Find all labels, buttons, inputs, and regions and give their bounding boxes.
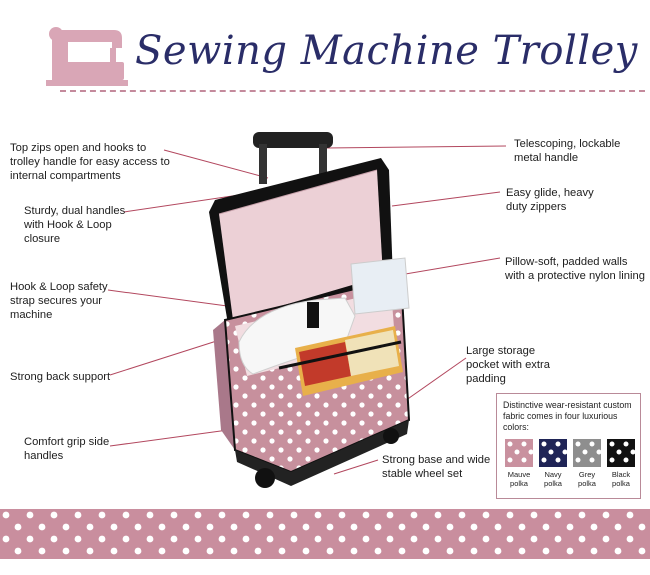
color-options-panel: Distinctive wear-resistant custom fabric… [496, 393, 641, 499]
callout-storage-pocket: Large storage pocket with extra padding [466, 345, 550, 385]
callout-zippers: Easy glide, heavy duty zippers [506, 187, 594, 213]
callout-side-handles: Comfort grip side handles [24, 436, 110, 462]
swatch-black[interactable] [607, 439, 635, 467]
callout-wheel-set: Strong base and wide stable wheel set [382, 454, 491, 480]
swatch-label-mauve: Mauve polka [507, 470, 531, 488]
color-options-caption: Distinctive wear-resistant custom fabric… [503, 400, 632, 432]
callout-back-support: Strong back support [10, 371, 111, 383]
swatch-label-navy: Navy polka [544, 470, 562, 488]
swatch-grey[interactable] [573, 439, 601, 467]
page-title: Sewing Machine Trolley [135, 28, 638, 74]
swatch-label-grey: Grey polka [578, 470, 596, 488]
swatch-navy[interactable] [539, 439, 567, 467]
footer-polka-band [0, 509, 650, 559]
callout-telescoping-handle: Telescoping, lockable metal handle [514, 138, 621, 164]
callout-dual-handles: Sturdy, dual handles with Hook & Loop cl… [24, 205, 126, 245]
swatch-label-black: Black polka [611, 470, 631, 488]
callout-padded-walls: Pillow-soft, padded walls with a protect… [505, 256, 645, 282]
trolley-bag-image [209, 132, 411, 488]
callout-top-zips: Top zips open and hooks to trolley handl… [10, 142, 170, 182]
sewing-machine-icon [46, 27, 128, 86]
callout-safety-strap: Hook & Loop safety strap secures your ma… [10, 281, 108, 321]
swatch-mauve[interactable] [505, 439, 533, 467]
header-divider [60, 90, 645, 92]
